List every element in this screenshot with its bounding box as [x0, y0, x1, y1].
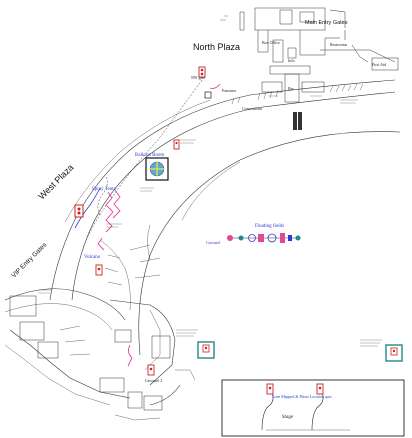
balloon-room-label: Balloon Room [135, 153, 164, 158]
restrooms-note: Restrooms [330, 42, 348, 47]
micro-annotations [38, 95, 382, 347]
entrance-label: Entrance [222, 88, 236, 93]
info-kiosk-icons [197, 341, 403, 362]
pink-route [97, 83, 221, 367]
floating-fields-label: Floating fields [255, 224, 284, 229]
stage-area [221, 379, 405, 437]
carousel-label: Carousel [206, 240, 221, 245]
info-note: Info [288, 58, 295, 63]
box-office-note: Box Office [262, 40, 280, 45]
vip-entry-gates-label: VIP Entry Gates [10, 241, 48, 279]
north-promenade [49, 79, 396, 301]
kiosk-right-icon [385, 344, 403, 362]
marker-north-icon [198, 66, 206, 78]
nw-gate-label: NW gate [191, 75, 205, 80]
marker-north2-icon [173, 139, 180, 150]
kiosk-left-icon [197, 341, 215, 359]
marker-west-icon [74, 204, 84, 218]
west-plaza-label: West Plaza [36, 162, 75, 201]
main-entry-gates-label: Main Entry Gates [305, 20, 348, 26]
north-plaza-label: North Plaza [193, 42, 240, 52]
floating-fields-row [227, 233, 301, 243]
spray-tents-label: Spray Tents [92, 187, 116, 192]
marker-volcano-icon [95, 264, 103, 276]
balloon-room-icon [145, 157, 169, 181]
marker-south-icon [147, 364, 155, 376]
marker-stage-right-icon [316, 383, 324, 395]
volcano-label: Volcano [84, 255, 101, 260]
first-aid-note: First Aid [372, 62, 386, 67]
bar-note: Bar [288, 86, 294, 91]
southwest-complex [4, 239, 196, 421]
blue-route [74, 187, 101, 229]
marker-icons [74, 66, 324, 395]
inner-arena [138, 131, 401, 356]
north-plaza-square [204, 91, 212, 99]
stage-photo-note: Zone Mapped & Photo Location spot [272, 394, 333, 399]
concessions-note: Concessions [242, 106, 262, 111]
main-gate-complex [220, 7, 399, 103]
carousel-2-label: Carousel 2 [145, 378, 162, 383]
marker-stage-left-icon [266, 383, 274, 395]
stage-label: Stage [282, 415, 294, 420]
walking-route [85, 79, 203, 241]
